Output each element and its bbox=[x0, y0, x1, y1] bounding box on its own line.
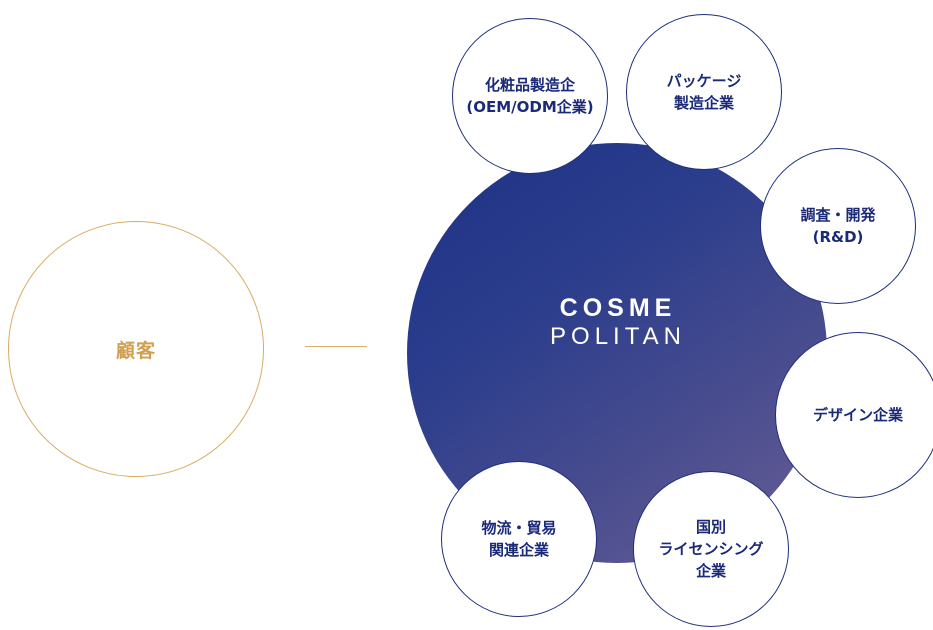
partner-licensing-company: 国別 ライセンシング 企業 bbox=[633, 471, 789, 627]
partner-research-development: 調査・開発 (R&D) bbox=[760, 148, 916, 304]
customer-label: 顧客 bbox=[115, 339, 156, 362]
customer-circle: 顧客 bbox=[8, 221, 264, 477]
partner-package-manufacturer: パッケージ 製造企業 bbox=[626, 14, 782, 170]
partner-logistics-trade: 物流・貿易 関連企業 bbox=[441, 461, 597, 617]
logo-line-2: POLITAN bbox=[550, 323, 686, 350]
partner-label: パッケージ 製造企業 bbox=[666, 72, 742, 112]
partner-design-company: デザイン企業 bbox=[775, 332, 933, 498]
connector-line bbox=[305, 346, 367, 347]
partner-label: 調査・開発 (R&D) bbox=[800, 206, 876, 246]
partner-label: 化粧品製造企 (OEM/ODM企業) bbox=[466, 76, 594, 116]
partner-label: 物流・貿易 関連企業 bbox=[481, 519, 557, 559]
partner-cosmetics-manufacturer: 化粧品製造企 (OEM/ODM企業) bbox=[452, 18, 608, 174]
partner-label: 国別 ライセンシング 企業 bbox=[658, 518, 764, 580]
partner-label: デザイン企業 bbox=[812, 406, 903, 424]
logo-line-1: COSME bbox=[559, 294, 677, 322]
cosmepolitan-logo: COSME POLITAN bbox=[520, 294, 716, 352]
